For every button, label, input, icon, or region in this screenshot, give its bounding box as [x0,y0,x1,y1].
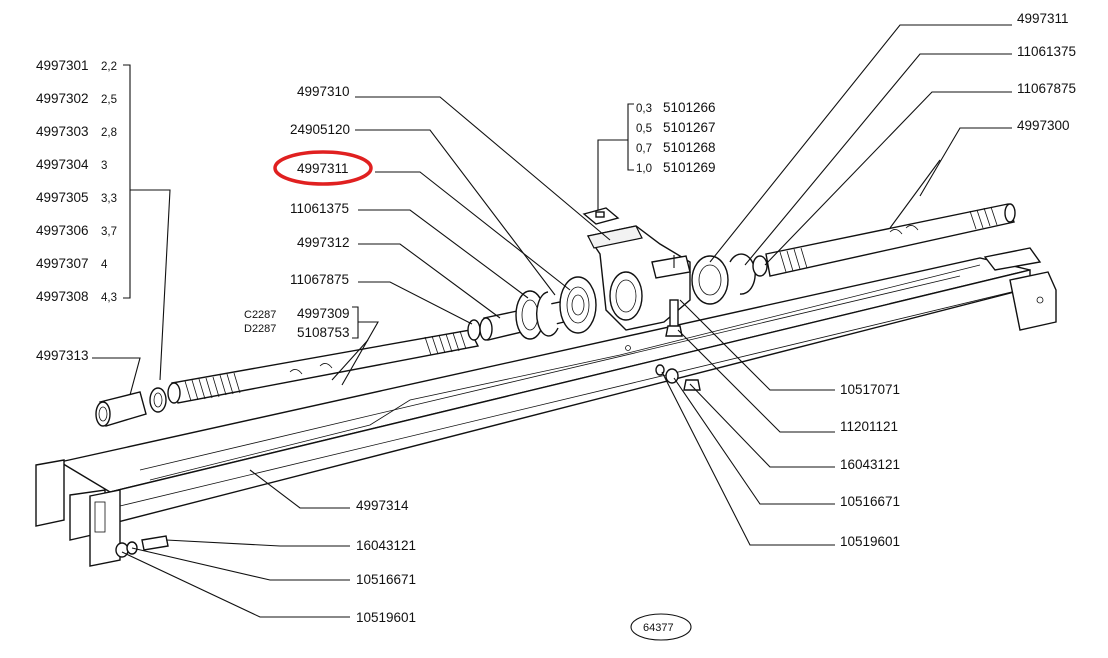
shim-size-4: 1,0 [636,163,652,175]
shim-part-1: 5101266 [663,100,716,115]
left-part-4: 4997304 [36,157,89,172]
label-10516671-right: 10516671 [840,494,900,509]
left-size-1: 2,2 [101,61,117,73]
left-part-3: 4997303 [36,124,89,139]
left-part-5: 4997305 [36,190,89,205]
left-size-4: 3 [101,160,107,172]
label-4997310: 4997310 [297,84,350,99]
label-11201121: 11201121 [840,419,898,434]
label-4997311-right: 4997311 [1017,11,1069,26]
label-4997314: 4997314 [356,498,409,513]
left-size-7: 4 [101,259,108,271]
shim-part-4: 5101269 [663,160,716,175]
drawing-number-oval [630,613,692,641]
label-16043121-right: 16043121 [840,457,900,472]
left-size-2: 2,5 [101,94,117,106]
left-size-list: 4997301 2,2 4997302 2,5 4997303 2,8 4997… [36,58,117,304]
label-4997313: 4997313 [36,348,89,363]
left-size-8: 4,3 [101,292,117,304]
left-size-5: 3,3 [101,193,117,205]
label-24905120: 24905120 [290,122,350,137]
shim-size-3: 0,7 [636,143,652,155]
washer-left [149,387,167,413]
label-variant-d: D2287 [244,323,276,335]
right-bearing-stack [691,253,768,305]
left-part-8: 4997308 [36,289,89,304]
shim-part-3: 5101268 [663,140,716,155]
label-11061375-left: 11061375 [290,201,349,216]
left-axle-shaft [167,329,480,404]
label-5108753: 5108753 [297,325,350,340]
bearing-housing-4997310 [582,207,691,337]
shim-part-2: 5101267 [663,120,716,135]
label-11067875-right: 11067875 [1017,81,1076,96]
label-4997300: 4997300 [1017,118,1070,133]
left-bearing-stack [467,276,597,341]
label-variant-c: C2287 [244,309,276,321]
label-16043121-bottom: 16043121 [356,538,416,553]
label-4997311-circled: 4997311 [297,161,349,176]
label-4997309: 4997309 [297,306,350,321]
label-10516671-bottom: 10516671 [356,572,416,587]
left-part-2: 4997302 [36,91,89,106]
left-part-1: 4997301 [36,58,89,73]
bush-4997313 [95,391,147,427]
hardware-bottom-left [115,535,169,558]
leader-lines [92,24,1012,618]
label-10519601-right: 10519601 [840,534,900,549]
frame-beam-4997314 [35,247,1057,567]
drawing-number: 64377 [643,622,674,634]
label-10517071: 10517071 [840,382,900,397]
left-part-7: 4997307 [36,256,89,271]
label-11067875-left: 11067875 [290,272,349,287]
label-11061375-right: 11061375 [1017,44,1076,59]
label-10519601-bottom: 10519601 [356,610,416,625]
right-axle-shaft [765,203,1016,277]
shim-size-1: 0,3 [636,103,652,115]
label-4997312: 4997312 [297,235,350,250]
left-size-3: 2,8 [101,127,117,139]
left-size-6: 3,7 [101,226,117,238]
highlight-circle [273,150,373,186]
left-part-6: 4997306 [36,223,89,238]
shim-size-list: 0,3 5101266 0,5 5101267 0,7 5101268 1,0 … [636,100,716,175]
shim-size-2: 0,5 [636,123,652,135]
